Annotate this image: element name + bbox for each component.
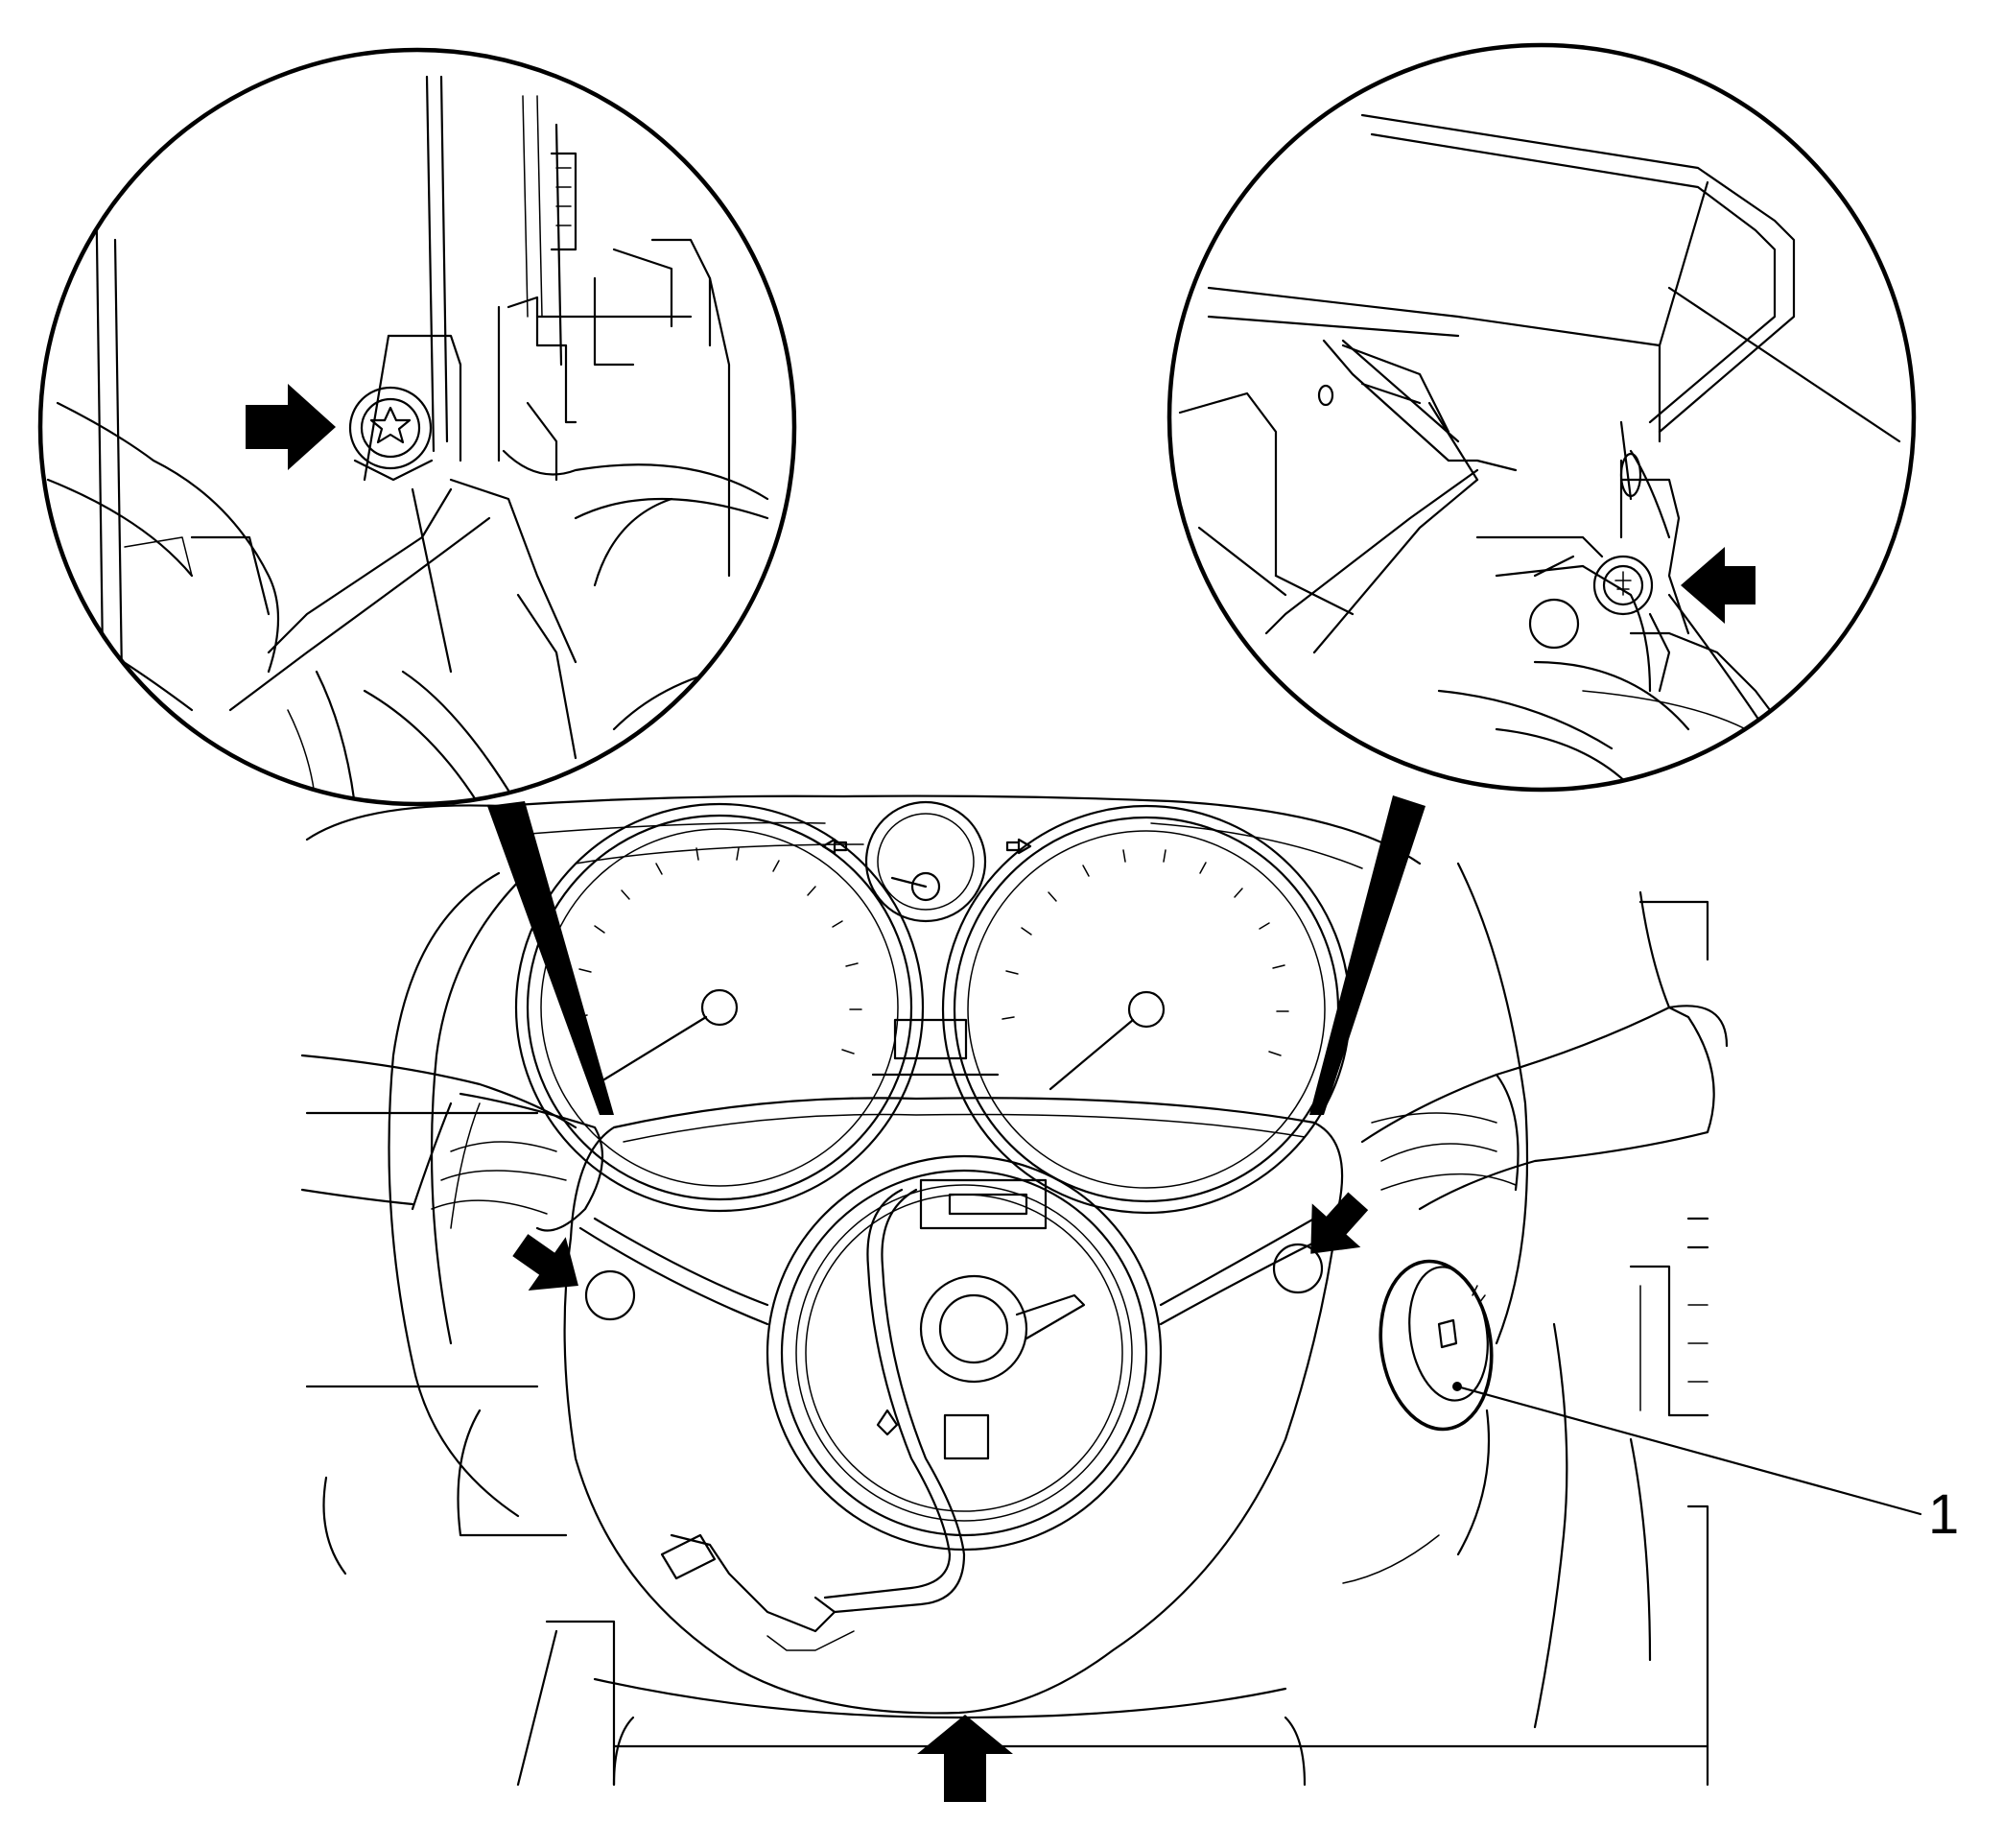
main-scene [300,794,1922,1787]
callout-label-1: 1 [1928,1483,1960,1546]
arrow-right-hole [1310,1192,1369,1254]
detail-magnifier-right [1166,42,1917,1115]
arrow-left-hole [512,1234,578,1291]
right-gauge-ticks [1002,849,1289,1056]
detail-magnifier-left [37,47,797,1115]
arrow-bottom-up [917,1715,1013,1802]
left-gauge-ticks [575,847,862,1054]
